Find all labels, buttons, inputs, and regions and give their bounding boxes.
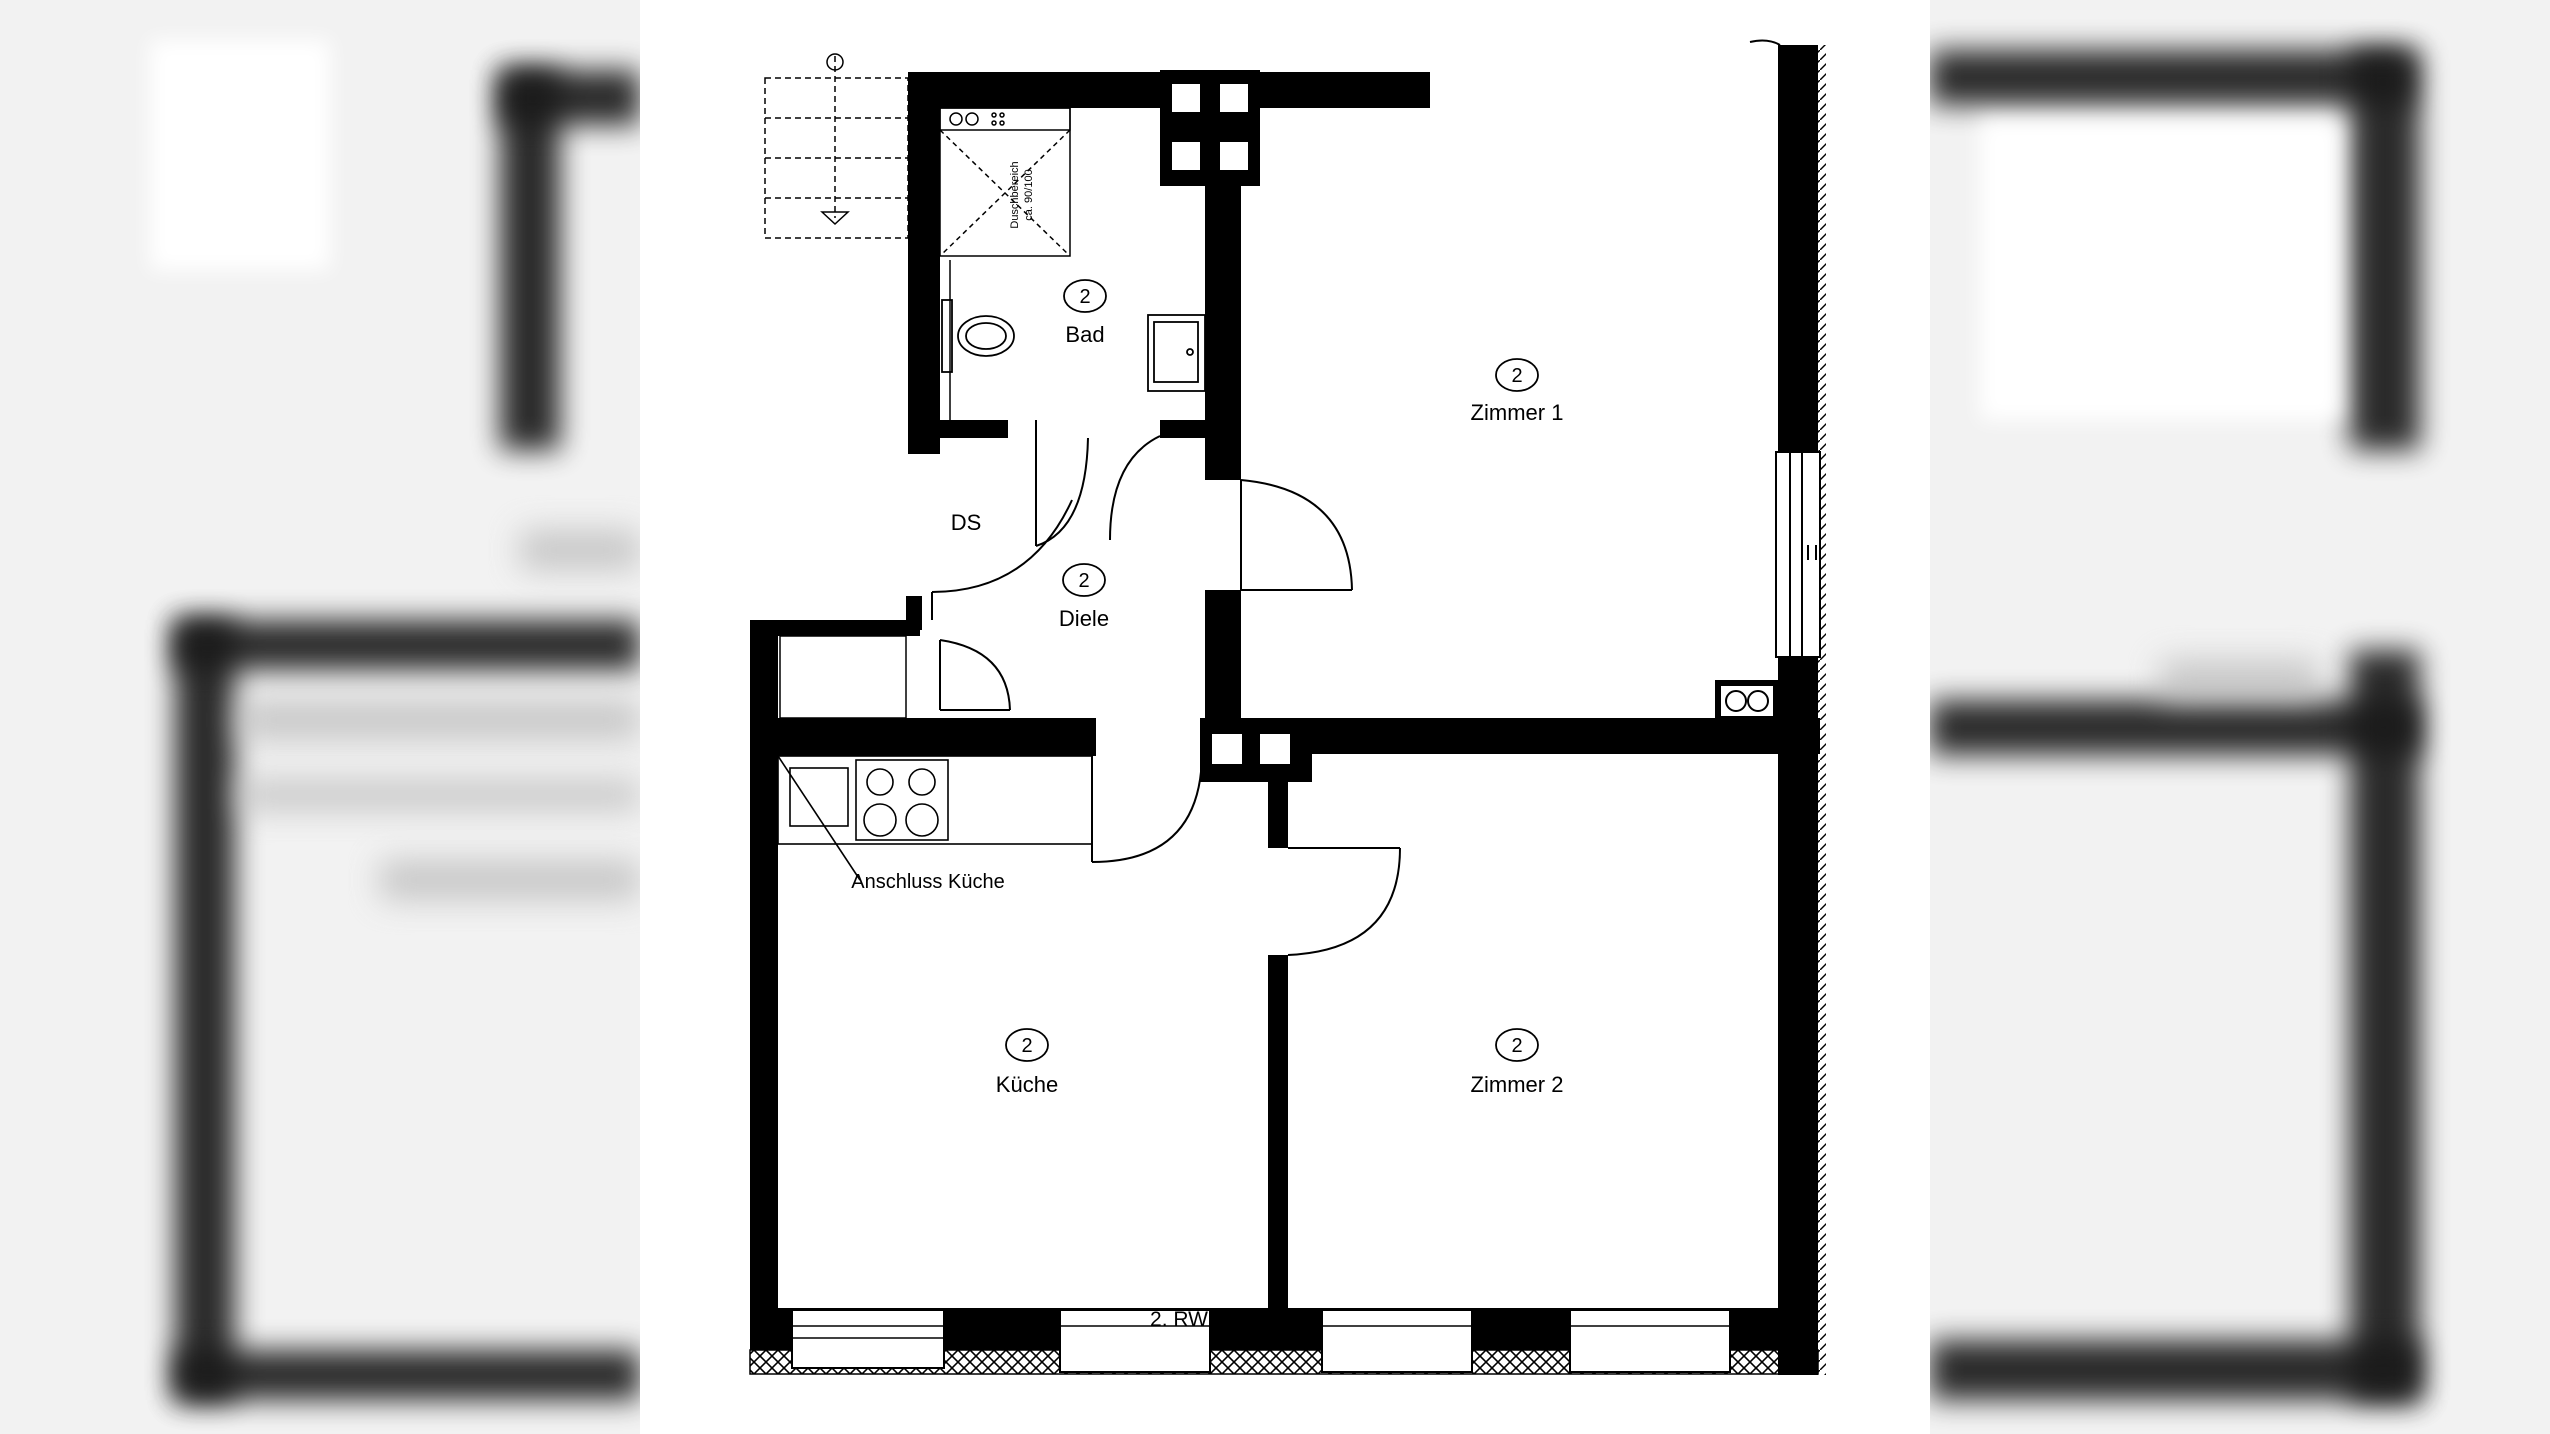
shower-area-text-1: Duschbereich bbox=[1009, 161, 1021, 228]
room-diele: 2 Diele bbox=[1059, 563, 1109, 631]
closet bbox=[779, 635, 907, 719]
staircase bbox=[764, 56, 909, 239]
right-facade bbox=[1749, 39, 1826, 1375]
rw-label: 2. RW bbox=[1150, 1308, 1208, 1331]
washbasin bbox=[1147, 314, 1206, 392]
toilet bbox=[941, 299, 1015, 373]
room-badge-number: 2 bbox=[1021, 1035, 1032, 1057]
room-label-kueche: Küche bbox=[996, 1072, 1058, 1097]
room-zimmer-2: 2 Zimmer 2 bbox=[1471, 1028, 1564, 1097]
room-label-zimmer-2: Zimmer 2 bbox=[1471, 1072, 1564, 1097]
room-badge bbox=[1005, 1028, 1049, 1062]
room-badge-number: 2 bbox=[1079, 286, 1090, 308]
floor-plan-drawing: Duschbereich ca. 90/100 bbox=[749, 39, 1826, 1375]
room-badge bbox=[1063, 279, 1107, 313]
stair-arrow bbox=[820, 53, 850, 226]
kitchen-connection-label: Anschluss Küche bbox=[851, 871, 1004, 893]
floor-plan: Duschbereich ca. 90/100 bbox=[640, 0, 1930, 1434]
room-bad: 2 Bad bbox=[1063, 279, 1107, 347]
background-left bbox=[0, 0, 640, 1434]
walls bbox=[750, 45, 1820, 1375]
room-badge-number: 2 bbox=[1511, 365, 1522, 387]
bottom-facade bbox=[749, 1309, 1819, 1375]
room-zimmer-1: 2 Zimmer 1 bbox=[1471, 358, 1564, 425]
room-label-zimmer-1: Zimmer 1 bbox=[1471, 400, 1564, 425]
kitchen-counter bbox=[777, 755, 1093, 881]
background-right bbox=[1930, 0, 2550, 1434]
chimney-right bbox=[1715, 680, 1779, 722]
room-badge-number: 2 bbox=[1511, 1035, 1522, 1057]
shower-area-text-2: ca. 90/100 bbox=[1023, 169, 1035, 220]
room-badge-number: 2 bbox=[1078, 570, 1089, 592]
room-badge bbox=[1495, 358, 1539, 392]
room-label-diele: Diele bbox=[1059, 606, 1109, 631]
chimney-stack-top bbox=[1160, 70, 1260, 186]
shower-tray bbox=[939, 107, 1071, 257]
ds-label: DS bbox=[951, 510, 982, 535]
room-badge bbox=[1495, 1028, 1539, 1062]
chimney-stack-middle bbox=[1200, 722, 1312, 782]
room-kueche: 2 Küche bbox=[996, 1028, 1058, 1097]
room-badge bbox=[1062, 563, 1106, 597]
room-label-bad: Bad bbox=[1065, 322, 1104, 347]
